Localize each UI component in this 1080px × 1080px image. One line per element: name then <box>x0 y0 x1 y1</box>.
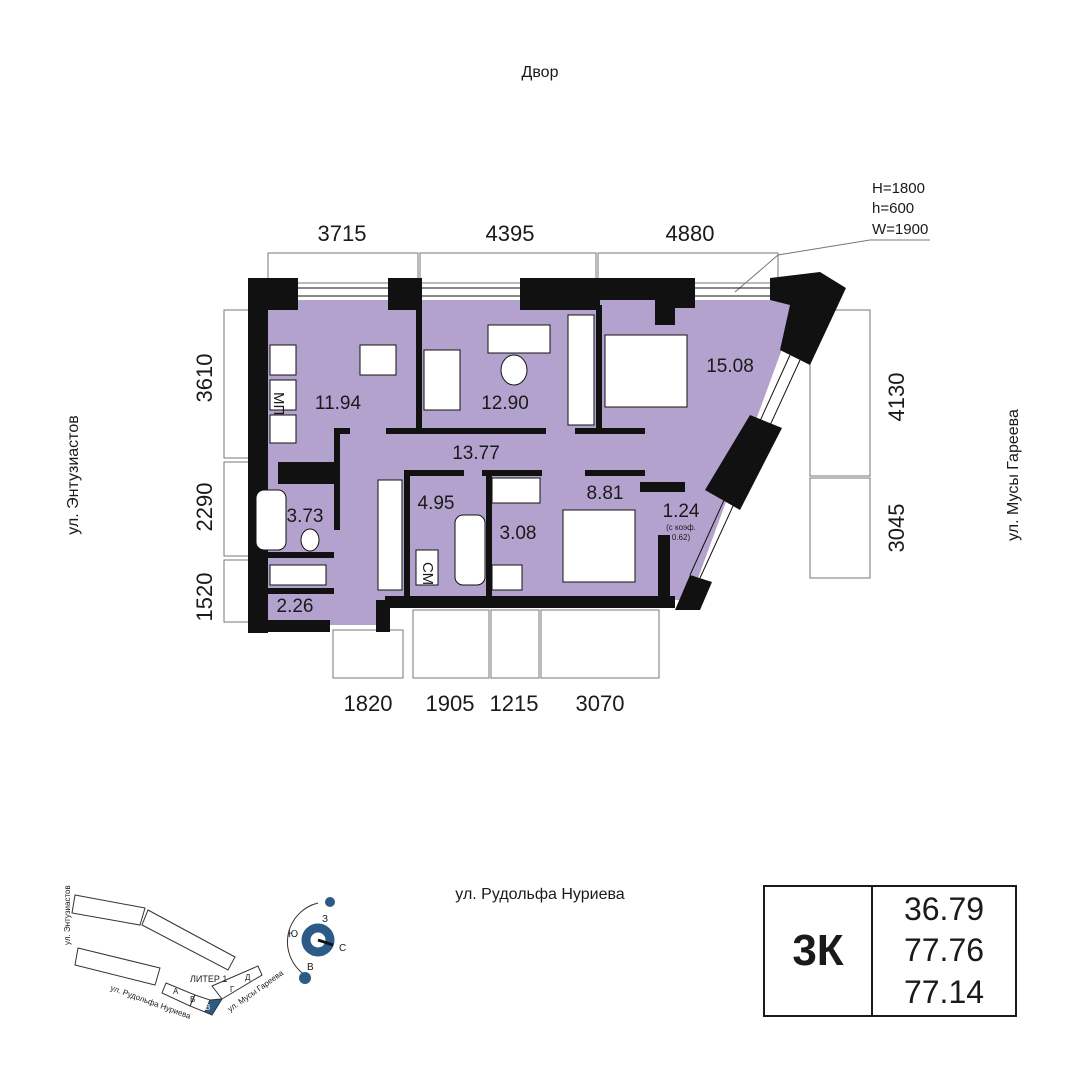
compass: З С В Ю <box>286 897 346 984</box>
area-bedroom-1: 12.90 <box>481 393 529 414</box>
stove-label: МП <box>270 392 287 415</box>
dim-bottom-4: 3070 <box>576 691 625 716</box>
windows <box>298 287 801 579</box>
window-spec-h-small: h=600 <box>872 200 914 217</box>
shelf-icon <box>491 564 523 591</box>
compass-e: С <box>339 943 346 954</box>
dim-top-2: 4395 <box>486 221 535 246</box>
dim-bottom-3: 1215 <box>490 691 539 716</box>
section-label-g: Г <box>230 985 235 994</box>
area-kitchen: 11.94 <box>315 393 362 414</box>
section-label-b: Б <box>190 995 195 1004</box>
toilet-icon <box>300 528 320 552</box>
bathtub-icon <box>454 514 486 586</box>
dim-bottom-1: 1820 <box>344 691 393 716</box>
site-minimap <box>71 894 263 1016</box>
furniture <box>255 314 688 591</box>
wardrobe-icon <box>269 564 327 586</box>
desk-icon <box>487 324 551 354</box>
street-bottom: ул. Рудольфа Нуриева <box>455 886 625 903</box>
wardrobe-icon <box>377 479 403 591</box>
dim-top-3: 4880 <box>666 221 715 246</box>
street-right: ул. Мусы Гареева <box>1005 409 1022 541</box>
minimap-street-1: ул. Энтузиастов <box>63 885 72 945</box>
summary-box: 3К 36.79 77.76 77.14 <box>763 885 1017 1017</box>
compass-n: З <box>322 914 328 925</box>
section-label-v: В <box>205 1003 210 1012</box>
window-spec-w: W=1900 <box>872 221 928 238</box>
living-area: 36.79 <box>903 891 985 928</box>
liter-label: ЛИТЕР 1 <box>190 974 227 984</box>
bathtub-icon <box>255 489 287 551</box>
area-balcony: 1.24 <box>663 501 700 522</box>
area-toilet: 3.73 <box>287 506 324 527</box>
apartment-type: 3К <box>765 887 873 1015</box>
stove-icon <box>269 344 297 376</box>
section-g-d <box>211 965 263 1000</box>
dim-right-2: 3045 <box>884 504 909 553</box>
washer-label: СМ <box>419 562 436 585</box>
area-without-coef: 77.14 <box>903 973 985 1010</box>
street-left: ул. Энтузиастов <box>65 415 82 534</box>
dim-left-3: 1520 <box>192 573 217 622</box>
bed-icon <box>562 509 636 583</box>
balcony-note-2: 0.62) <box>672 533 691 542</box>
compass-w: Ю <box>288 929 298 940</box>
bed-icon <box>604 334 688 408</box>
section-label-a: А <box>173 987 179 996</box>
section-label-d: Д <box>245 973 251 982</box>
area-storage: 3.08 <box>500 523 537 544</box>
sun-icon <box>325 897 335 907</box>
balcony-note-1: (с коэф. <box>666 523 696 532</box>
section-v <box>204 998 223 1016</box>
dim-left-1: 3610 <box>192 354 217 403</box>
washer-icon <box>415 549 439 586</box>
window-spec-h: H=1800 <box>872 180 925 197</box>
area-bedroom-2: 15.08 <box>706 356 754 377</box>
total-area: 77.76 <box>903 932 985 969</box>
area-bedroom-3: 8.81 <box>587 483 624 504</box>
dim-left-2: 2290 <box>192 483 217 532</box>
area-bathroom: 4.95 <box>418 493 455 514</box>
shelf-icon <box>491 477 541 504</box>
courtyard-label: Двор <box>522 64 559 81</box>
area-entry: 2.26 <box>277 596 314 617</box>
dim-bottom-2: 1905 <box>426 691 475 716</box>
compass-s: В <box>307 962 314 973</box>
dim-top-1: 3715 <box>318 221 367 246</box>
dining-table <box>359 344 397 376</box>
dim-right-1: 4130 <box>884 373 909 422</box>
area-hall: 13.77 <box>452 443 500 464</box>
sun-icon <box>299 972 311 984</box>
bed-icon <box>423 349 461 411</box>
sink-icon <box>269 414 297 444</box>
toilet-icon <box>500 354 528 386</box>
wardrobe-icon <box>567 314 595 426</box>
